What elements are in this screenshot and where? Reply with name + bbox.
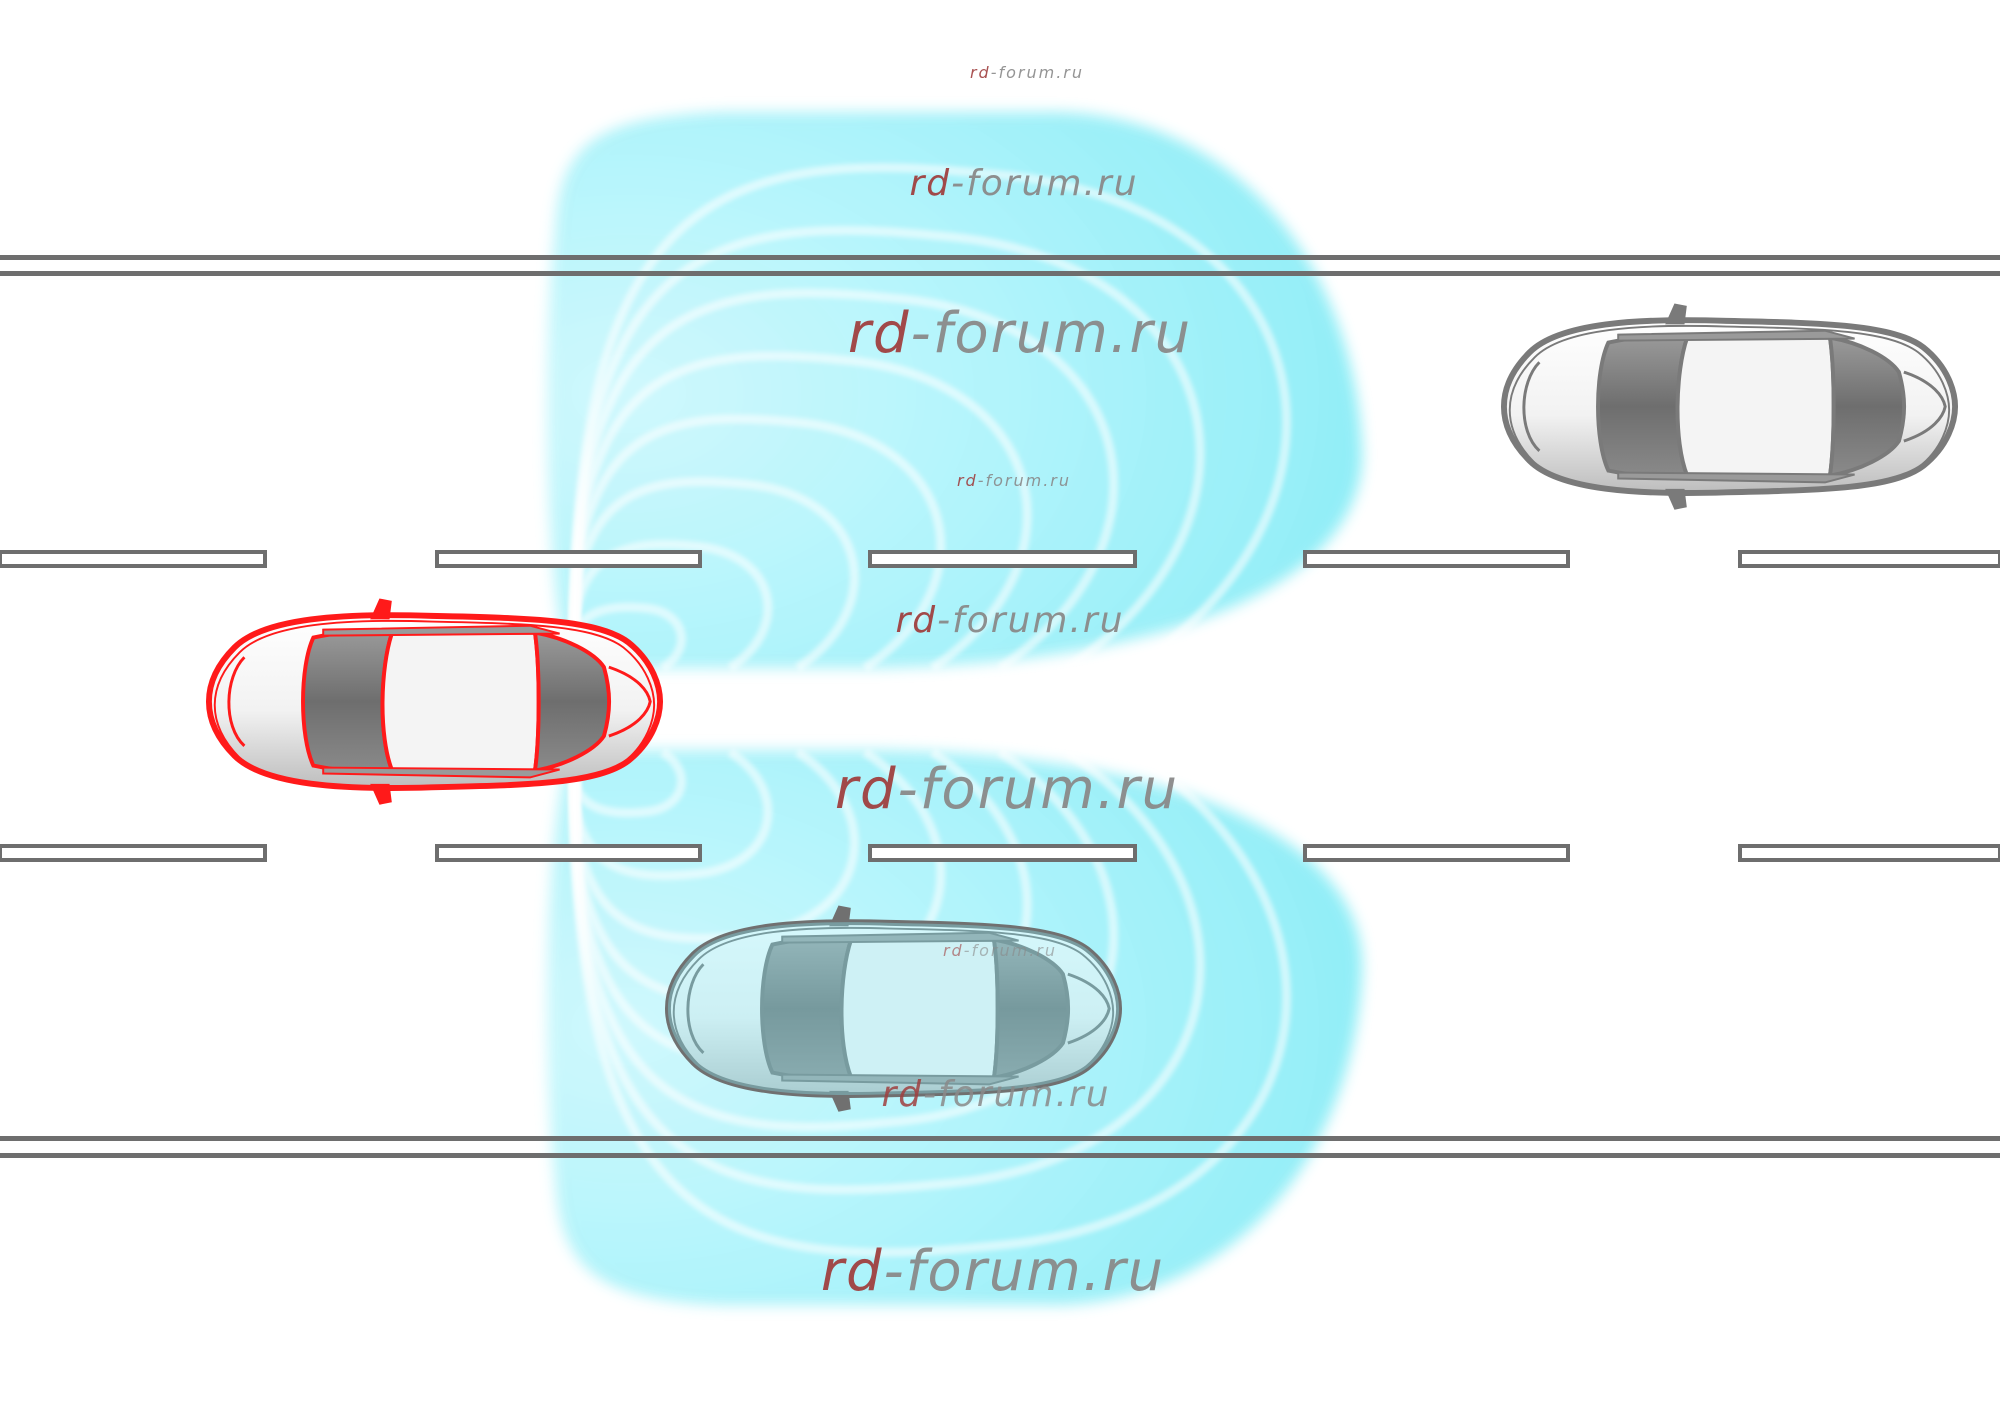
- watermark-large-upper: rd-forum.ru: [848, 301, 1192, 366]
- watermark-tiny-middle: rd-forum.ru: [957, 471, 1071, 490]
- lane-dash: [0, 844, 267, 862]
- lane-marking-lower: [0, 844, 2000, 862]
- watermark-large-middle: rd-forum.ru: [835, 757, 1179, 822]
- watermark-small-lower: rd-forum.ru: [881, 1074, 1110, 1115]
- watermark-tiny-on-car: rd-forum.ru: [943, 941, 1057, 960]
- lane-dash: [435, 844, 702, 862]
- lane-marking-upper: [0, 550, 2000, 568]
- lane-dash: [435, 550, 702, 568]
- lane-dash: [1738, 844, 2000, 862]
- blind-spot-detection-zone: [547, 112, 1363, 1305]
- road-edge-bottom: [0, 1136, 2000, 1158]
- lane-dash: [1303, 550, 1570, 568]
- watermark-small-middle: rd-forum.ru: [895, 600, 1124, 641]
- lane-dash: [868, 844, 1137, 862]
- lane-dash: [868, 550, 1137, 568]
- vehicles: [205, 303, 1959, 1112]
- watermark-tiny-top: rd-forum.ru: [970, 63, 1084, 82]
- watermark-small-upper: rd-forum.ru: [909, 163, 1138, 204]
- watermarks: rd-forum.ru rd-forum.ru rd-forum.ru rd-foru…: [821, 63, 1192, 1304]
- road: [0, 255, 2000, 1158]
- lane-dash: [0, 550, 267, 568]
- car-ahead-top-lane: [1500, 303, 1959, 510]
- road-edge-top: [0, 255, 2000, 276]
- host-car-red: [205, 598, 664, 805]
- detection-zone-left: [547, 112, 1363, 675]
- watermark-large-bottom: rd-forum.ru: [821, 1239, 1165, 1304]
- detected-car-in-blind-spot: [664, 905, 1123, 1112]
- lane-dash: [1738, 550, 2000, 568]
- lane-dash: [1303, 844, 1570, 862]
